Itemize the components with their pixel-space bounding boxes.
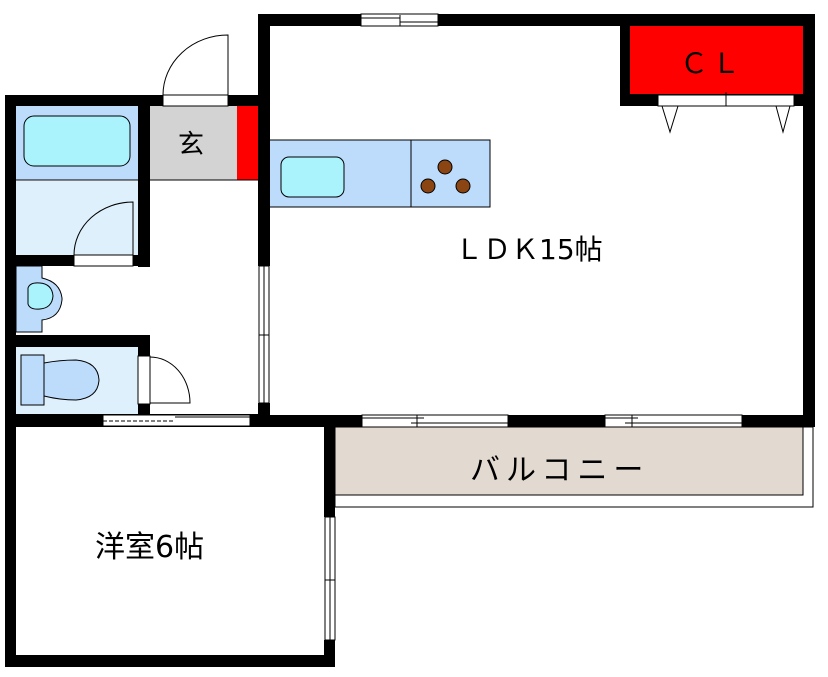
burner-icon bbox=[437, 159, 453, 175]
sliding-door bbox=[102, 414, 251, 427]
burner-icon bbox=[455, 178, 471, 194]
bathroom bbox=[16, 106, 138, 255]
bath-door-gap bbox=[73, 254, 134, 267]
toilet-tank-icon bbox=[20, 354, 45, 406]
door-swing-icon bbox=[162, 34, 229, 96]
window bbox=[361, 414, 509, 428]
toilet-door-gap bbox=[137, 355, 151, 405]
ldk-label: ＬＤＫ15帖 bbox=[455, 233, 603, 266]
toilet-bowl-icon bbox=[43, 359, 100, 401]
window bbox=[604, 414, 743, 428]
burner-icon bbox=[420, 178, 436, 194]
western-room-label: 洋室6帖 bbox=[95, 530, 205, 565]
window bbox=[360, 13, 439, 27]
window bbox=[258, 265, 270, 404]
washbasin-icon bbox=[27, 282, 54, 310]
closet bbox=[620, 26, 815, 134]
entrance-door-gap bbox=[162, 94, 229, 107]
balcony bbox=[334, 426, 814, 508]
window bbox=[324, 516, 336, 641]
closet-label: ＣＬ bbox=[680, 47, 745, 80]
balcony-label: バルコニー bbox=[470, 453, 650, 488]
entrance-label: 玄 bbox=[178, 130, 205, 160]
sink-icon bbox=[280, 156, 345, 198]
entrance bbox=[150, 106, 258, 181]
door-swing-icon bbox=[73, 201, 134, 256]
door-swing-icon bbox=[775, 105, 791, 134]
door-swing-icon bbox=[661, 105, 679, 134]
toilet-room bbox=[16, 347, 138, 414]
washroom bbox=[15, 265, 63, 333]
bathtub-icon bbox=[23, 115, 131, 167]
kitchen-counter bbox=[267, 139, 491, 208]
door-swing-icon bbox=[149, 356, 191, 404]
